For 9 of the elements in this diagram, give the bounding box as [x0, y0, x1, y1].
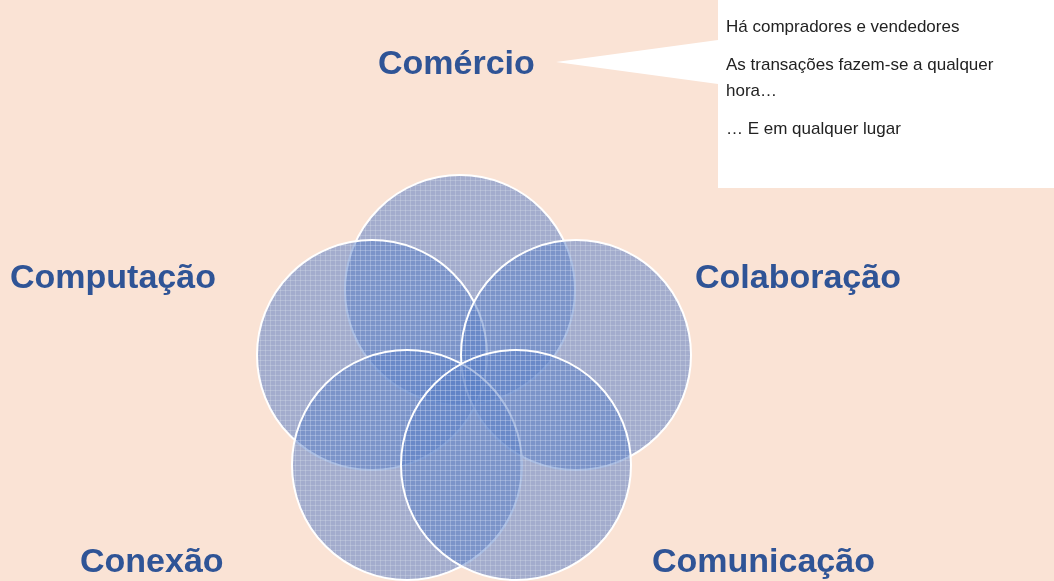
category-label: Computação	[10, 256, 216, 296]
venn-circle	[400, 349, 632, 581]
callout-text: Há compradores e vendedores	[726, 16, 961, 38]
category-label: Colaboração	[695, 256, 901, 296]
category-label: Comércio	[378, 42, 535, 82]
category-label: Conexão	[80, 540, 224, 580]
callout-text: As transações fazem-se a qualquer hora…	[726, 54, 995, 102]
category-label: Comunicação	[652, 540, 875, 580]
callout-text: … E em qualquer lugar	[726, 118, 902, 140]
